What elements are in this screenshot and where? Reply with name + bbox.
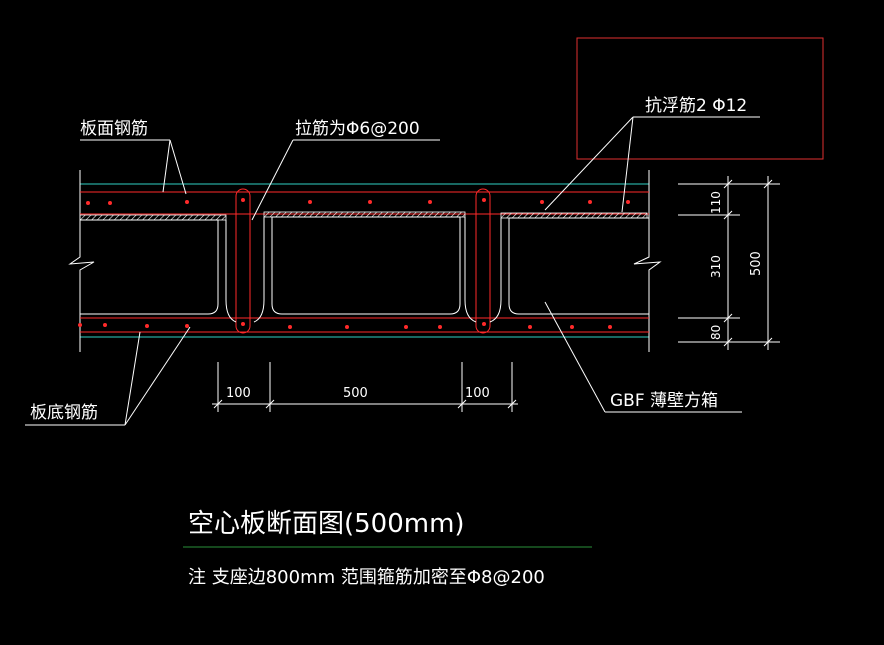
highlight-box xyxy=(576,37,824,160)
drawing-title: 空心板断面图(500mm) xyxy=(188,509,465,539)
slab-left-end xyxy=(68,170,95,352)
leader-gbf-box xyxy=(544,301,742,413)
label-bottom-rebar: 板底钢筋 xyxy=(30,403,98,423)
void-box-2 xyxy=(271,216,461,315)
leader-anti-float xyxy=(544,116,760,213)
rib-stirrup-left xyxy=(235,188,251,334)
drawing-note: 注 支座边800mm 范围箍筋加密至Φ8@200 xyxy=(188,567,545,588)
vertical-dimension xyxy=(678,176,780,350)
rib-left-wall xyxy=(225,220,237,323)
leader-top-rebar xyxy=(80,139,187,195)
dim-100-left: 100 xyxy=(226,386,251,401)
rib-right-wall xyxy=(464,217,477,323)
leader-tie-rebar xyxy=(251,139,440,221)
box-top-plate-2 xyxy=(263,211,466,218)
dim-310: 310 xyxy=(709,255,723,278)
rib-right-wall-r xyxy=(489,218,502,323)
label-top-rebar: 板面钢筋 xyxy=(80,119,148,139)
horizontal-dimension xyxy=(212,362,518,412)
dim-110: 110 xyxy=(709,191,723,214)
rebar-dots xyxy=(78,198,630,329)
box-top-plate-1 xyxy=(79,214,227,221)
dim-500: 500 xyxy=(343,386,368,401)
label-gbf-box: GBF 薄壁方箱 xyxy=(610,391,718,411)
rib-left-wall-r xyxy=(253,217,265,323)
void-box-1 xyxy=(80,219,219,315)
void-box-3 xyxy=(508,217,649,315)
box-top-plate-3 xyxy=(500,212,648,219)
dim-100-right: 100 xyxy=(465,386,490,401)
label-anti-float: 抗浮筋2 Φ12 xyxy=(645,96,747,116)
rib-stirrup-right xyxy=(475,188,491,334)
leader-bottom-rebar xyxy=(25,326,191,426)
dim-80: 80 xyxy=(709,325,723,340)
dim-500-total: 500 xyxy=(749,251,764,276)
slab-right-end xyxy=(633,170,662,352)
label-tie-rebar: 拉筋为Φ6@200 xyxy=(295,119,420,139)
